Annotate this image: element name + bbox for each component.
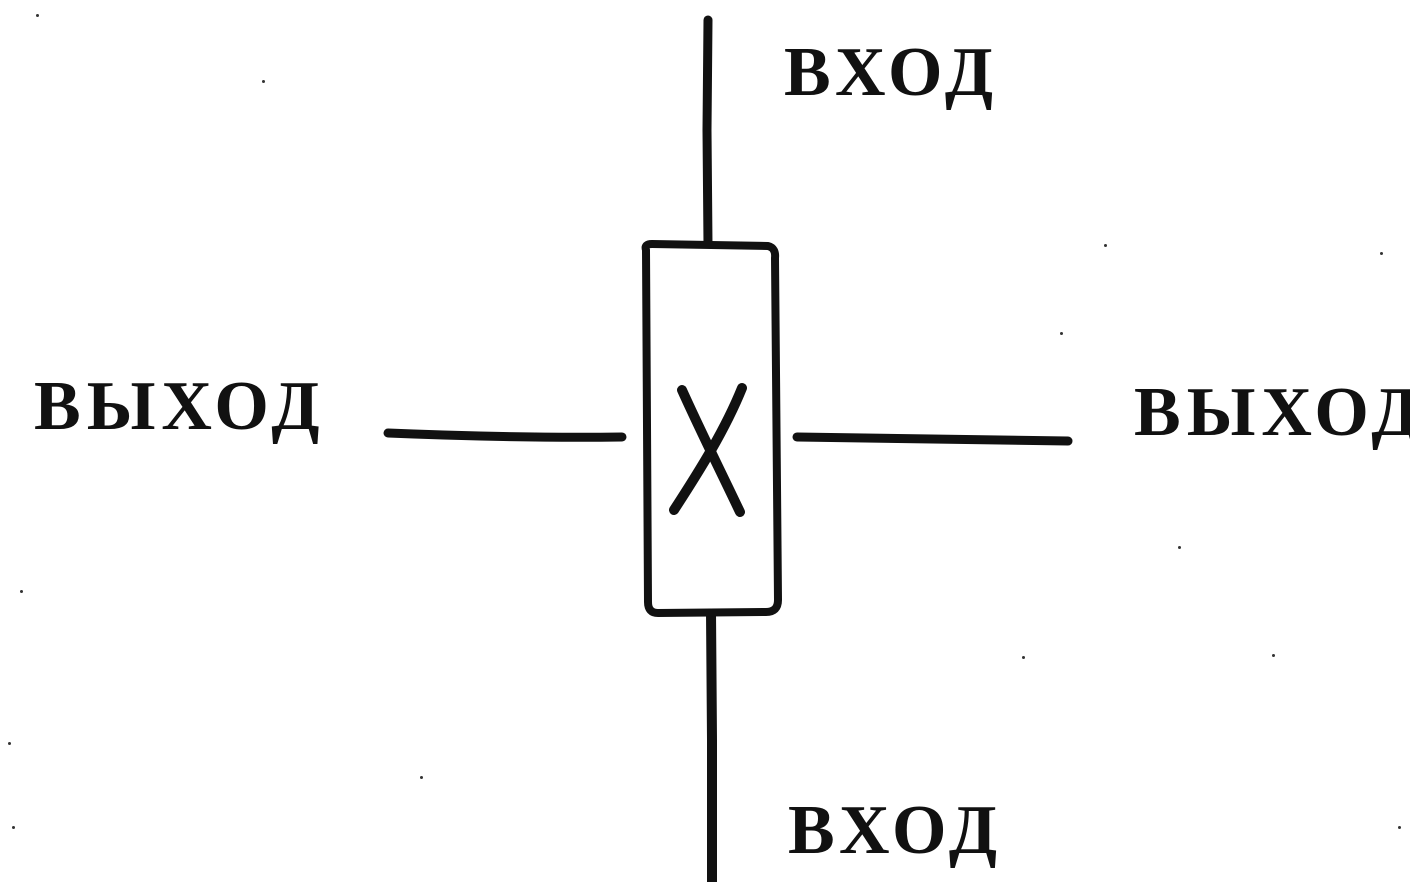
scan-speck — [1104, 244, 1107, 247]
scan-speck — [1380, 252, 1383, 255]
top-input-wire — [702, 15, 713, 250]
scan-speck — [262, 80, 265, 83]
cross-symbol — [669, 383, 747, 517]
scan-speck — [20, 590, 23, 593]
bottom-input-wire — [706, 607, 717, 882]
element-box — [641, 240, 782, 617]
left-output-label: ВЫХОД — [34, 368, 326, 445]
scan-speck — [8, 742, 11, 745]
right-output-label: ВЫХОД — [1134, 374, 1410, 451]
scan-speck — [1398, 826, 1401, 829]
scan-speck — [1022, 656, 1025, 659]
top-input-label: ВХОД — [784, 34, 1000, 111]
left-output-wire — [383, 428, 627, 442]
scan-speck — [420, 776, 423, 779]
right-output-wire — [792, 432, 1073, 446]
scan-speck — [1060, 332, 1063, 335]
bottom-input-label: ВХОД — [788, 792, 1004, 869]
scan-speck — [36, 14, 39, 17]
scan-speck — [12, 826, 15, 829]
scan-speck — [1178, 546, 1181, 549]
scan-speck — [1272, 654, 1275, 657]
